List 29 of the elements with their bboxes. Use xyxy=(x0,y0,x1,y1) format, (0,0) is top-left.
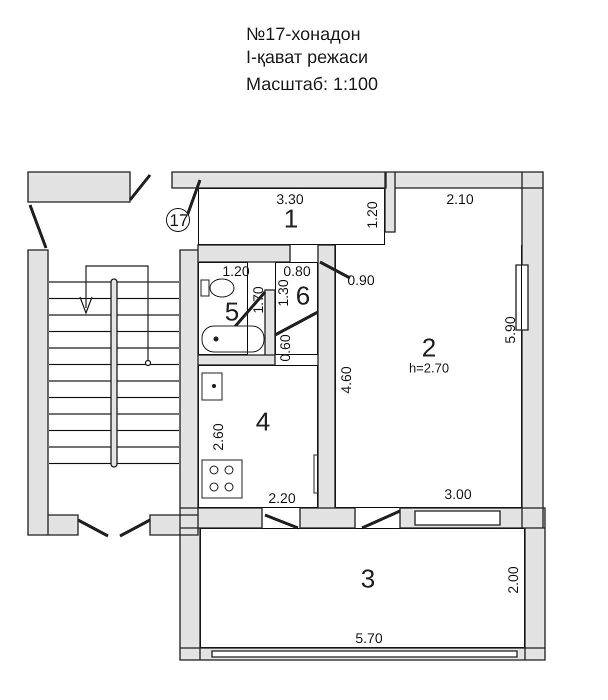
room-number: 6 xyxy=(296,280,310,312)
room-floor-area xyxy=(198,188,385,245)
room-number: 3 xyxy=(360,564,376,594)
room-number: 2 xyxy=(422,332,436,363)
dimension-label: 2.10 xyxy=(446,191,474,207)
room-floor-area xyxy=(198,365,318,508)
dimension-label: 1.30 xyxy=(275,279,291,307)
plan-title: №17-хонадон xyxy=(246,24,361,45)
apartment-number-circle xyxy=(166,208,190,232)
dimension-label: 4.60 xyxy=(338,366,354,394)
dimension-label: 5.70 xyxy=(355,630,383,646)
dimension-label: 0.80 xyxy=(283,263,311,279)
ceiling-height-note: h=2.70 xyxy=(408,360,450,376)
room-number: 5 xyxy=(224,296,240,328)
dimension-label: 0.90 xyxy=(347,272,375,288)
floor-heading: I-қават режаси xyxy=(246,47,368,68)
dimension-label: 3.00 xyxy=(444,486,472,502)
dimension-label: 2.00 xyxy=(505,566,521,594)
scale-note: Масштаб: 1:100 xyxy=(246,74,378,95)
dimension-label: 1.20 xyxy=(364,201,380,229)
dimension-label: 2.60 xyxy=(210,423,226,451)
apartment-number: 17 xyxy=(170,211,188,231)
dimension-label: 2.20 xyxy=(268,490,296,506)
room-floor-area xyxy=(198,262,248,355)
room-floor-area xyxy=(335,245,522,508)
room-floor-area xyxy=(200,528,525,648)
dimension-label: 5.90 xyxy=(502,316,518,344)
dimension-label: 0.60 xyxy=(277,334,293,362)
room-number: 4 xyxy=(256,406,270,438)
